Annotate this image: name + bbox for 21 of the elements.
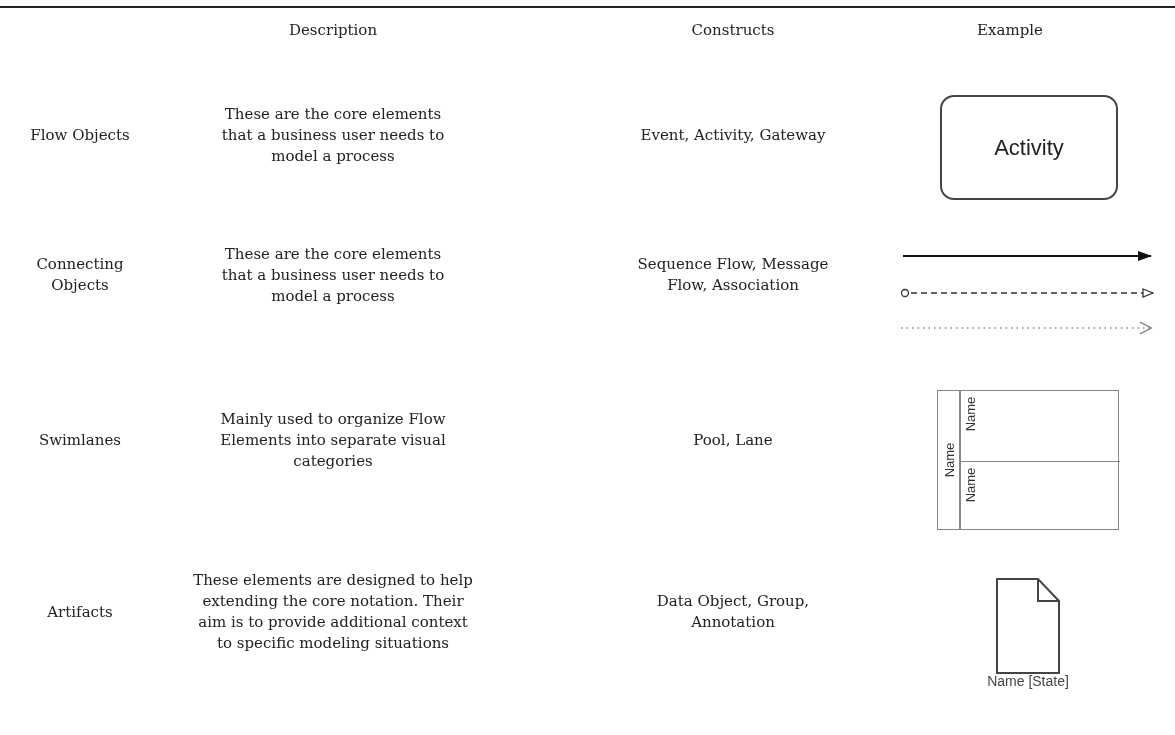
column-header: Description bbox=[287, 19, 379, 41]
row-header: Swimlanes bbox=[37, 429, 123, 451]
column-header: Constructs bbox=[690, 19, 776, 41]
constructs-text: Event, Activity, Gateway bbox=[639, 124, 827, 146]
row-header: Artifacts bbox=[46, 601, 114, 623]
pool-shape bbox=[937, 390, 1119, 530]
lane-name: Name bbox=[962, 396, 978, 432]
description-text: Mainly used to organize Flow Elements into separate visual categories bbox=[219, 408, 447, 472]
data-object-name: Name [State] bbox=[987, 673, 1069, 689]
description-text: These are the core elements that a business user needs to model a process bbox=[220, 103, 446, 167]
row-header: Connecting Objects bbox=[35, 254, 125, 296]
description-text: These are the core elements that a business user needs to model a process bbox=[220, 243, 446, 307]
description-text: These elements are designed to help extending the core notation. Their aim is to provide additional context to specific modeling situations bbox=[193, 570, 473, 654]
activity-box: Activity bbox=[940, 95, 1118, 200]
column-header: Example bbox=[976, 19, 1044, 41]
lane-name: Name bbox=[962, 467, 978, 503]
constructs-text: Pool, Lane bbox=[692, 429, 774, 451]
row-header: Flow Objects bbox=[29, 124, 131, 146]
constructs-text: Sequence Flow, Message Flow, Association bbox=[636, 254, 830, 296]
constructs-text: Data Object, Group, Annotation bbox=[655, 591, 811, 633]
pool-name: Name bbox=[941, 442, 957, 478]
